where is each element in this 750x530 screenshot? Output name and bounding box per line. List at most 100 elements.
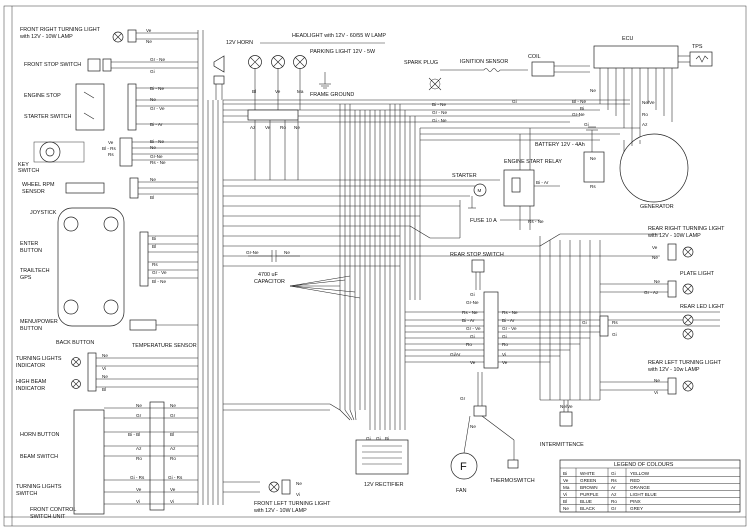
temperature-sensor-icon xyxy=(129,319,157,331)
svg-text:Ne: Ne xyxy=(150,97,156,102)
thermoswitch-label: THERMOSWITCH xyxy=(490,478,535,484)
svg-text:Ma: Ma xyxy=(297,89,304,94)
svg-text:Gi: Gi xyxy=(584,122,589,127)
joystick-label: JOYSTICK xyxy=(30,210,57,216)
legend-cell: Az xyxy=(611,492,617,497)
ignition-sensor-icon xyxy=(483,68,501,72)
svg-text:Ro: Ro xyxy=(502,342,508,347)
svg-text:Rs - Ne: Rs - Ne xyxy=(502,310,518,315)
svg-text:Gr - Ve: Gr - Ve xyxy=(150,106,165,111)
svg-text:Bi - Ar: Bi - Ar xyxy=(462,318,475,323)
svg-text:Gr - Ve: Gr - Ve xyxy=(466,326,481,331)
legend-cell: PINX xyxy=(630,499,641,504)
svg-text:Gi: Gi xyxy=(612,332,617,337)
intermittence-label: INTERMITTENCE xyxy=(540,442,584,448)
svg-text:Ve: Ve xyxy=(170,487,176,492)
svg-text:Ne: Ne xyxy=(102,374,108,379)
svg-text:Gr-Ne: Gr-Ne xyxy=(150,154,163,159)
svg-text:Ne: Ne xyxy=(590,88,596,93)
tps-sensor-icon xyxy=(689,51,713,67)
svg-text:Ve: Ve xyxy=(470,360,476,365)
ecu-unit xyxy=(593,45,679,69)
svg-text:Ne: Ne xyxy=(170,403,176,408)
svg-text:Ve: Ve xyxy=(146,28,152,33)
svg-text:Ne/Ve: Ne/Ve xyxy=(560,404,573,409)
svg-text:Ne: Ne xyxy=(150,177,156,182)
svg-text:M: M xyxy=(478,188,482,193)
engine-stop-label: ENGINE STOP xyxy=(24,93,61,99)
svg-text:Ne: Ne xyxy=(284,250,290,255)
svg-text:Ve: Ve xyxy=(265,125,271,130)
svg-text:Rs: Rs xyxy=(612,320,618,325)
legend-cell: Bl xyxy=(563,499,567,504)
svg-text:Gr - Ve: Gr - Ve xyxy=(502,326,517,331)
ignition-sensor-label: IGNITION SENSOR xyxy=(460,59,508,65)
engine-stop-starter-unit xyxy=(75,83,105,131)
intermittence-icon xyxy=(559,411,573,427)
svg-text:Gi: Gi xyxy=(150,69,155,74)
svg-text:Ve: Ve xyxy=(108,140,114,145)
spark-plug-icon xyxy=(429,78,441,90)
svg-text:Ne: Ne xyxy=(654,378,660,383)
legend-cell: BLACK xyxy=(580,506,596,511)
svg-text:Ve: Ve xyxy=(136,487,142,492)
front-stop-switch-label: FRONT STOP SWITCH xyxy=(24,62,81,68)
svg-text:Gi - Ne: Gi - Ne xyxy=(432,118,447,123)
svg-text:Bi - Ar: Bi - Ar xyxy=(150,122,163,127)
svg-text:Rs: Rs xyxy=(590,184,596,189)
svg-text:Ne: Ne xyxy=(146,39,152,44)
legend-cell: GREEN xyxy=(580,478,596,483)
svg-text:Gr: Gr xyxy=(170,413,176,418)
fuse-label: FUSE 10 A xyxy=(470,218,497,224)
svg-text:Bi - Ne: Bi - Ne xyxy=(150,139,164,144)
parking-light-label: PARKING LIGHT 12V - 5W xyxy=(310,49,376,55)
svg-text:Vi: Vi xyxy=(136,499,140,504)
rear-left-turn-label-1: REAR LEFT TURNING LIGHT xyxy=(648,360,722,366)
legend-cell: Ne xyxy=(563,506,569,511)
legend-cell: Ar xyxy=(611,485,616,490)
starter-switch-label: STARTER SWITCH xyxy=(24,114,72,120)
svg-text:Gr - Ne: Gr - Ne xyxy=(432,110,448,115)
svg-text:Ne: Ne xyxy=(102,353,108,358)
svg-text:Bl: Bl xyxy=(102,387,106,392)
svg-text:Ro: Ro xyxy=(136,456,142,461)
svg-text:Gi: Gi xyxy=(582,320,587,325)
enter-button-label-1: ENTER xyxy=(20,241,38,247)
rear-led-light-label: REAR LED LIGHT xyxy=(680,304,725,310)
coil-label: COIL xyxy=(528,54,541,60)
tps-label: TPS xyxy=(692,44,703,50)
turn-switch-label-2: SWITCH xyxy=(16,491,37,497)
front-control-switch-unit xyxy=(73,409,105,515)
enter-button-label-2: BUTTON xyxy=(20,248,42,254)
svg-text:Ro: Ro xyxy=(280,125,286,130)
trailtech-label-2: GPS xyxy=(20,275,32,281)
svg-text:Ne: Ne xyxy=(136,403,142,408)
turn-switch-label-1: TURNING LIGHTS xyxy=(16,484,62,490)
svg-text:Vi: Vi xyxy=(102,366,106,371)
turn-indicator-label-2: INDICATOR xyxy=(16,363,45,369)
battery-icon xyxy=(583,151,605,183)
svg-text:Gi - Rs: Gi - Rs xyxy=(168,475,183,480)
legend-cell: YELLOW xyxy=(630,471,650,476)
coil-icon xyxy=(531,61,555,77)
svg-text:Bl: Bl xyxy=(170,432,174,437)
harness-wires xyxy=(197,30,720,505)
legend-cell: Gr xyxy=(611,506,617,511)
svg-text:Bl: Bl xyxy=(252,89,256,94)
svg-text:Bi: Bi xyxy=(385,436,389,441)
trailtech-label-1: TRAILTECH xyxy=(20,268,50,274)
high-beam-label-1: HIGH BEAM xyxy=(16,379,47,385)
legend-cell: GREY xyxy=(630,506,643,511)
svg-text:Ro: Ro xyxy=(642,112,648,117)
fan-letter: F xyxy=(460,461,467,473)
svg-text:Rs: Rs xyxy=(152,262,158,267)
svg-text:Ne: Ne xyxy=(470,424,476,429)
rear-stop-switch-label: REAR STOP SWITCH xyxy=(450,252,504,258)
svg-text:Bi - Bl: Bi - Bl xyxy=(128,432,140,437)
svg-text:Rs - Ne: Rs - Ne xyxy=(462,310,478,315)
legend-cell: Gi xyxy=(611,471,616,476)
front-control-label-1: FRONT CONTROL xyxy=(30,507,76,513)
rear-right-turn-label-1: REAR RIGHT TURNING LIGHT xyxy=(648,226,725,232)
capacitor-label-2: CAPACITOR xyxy=(254,279,285,285)
starter-label: STARTER xyxy=(452,173,477,179)
